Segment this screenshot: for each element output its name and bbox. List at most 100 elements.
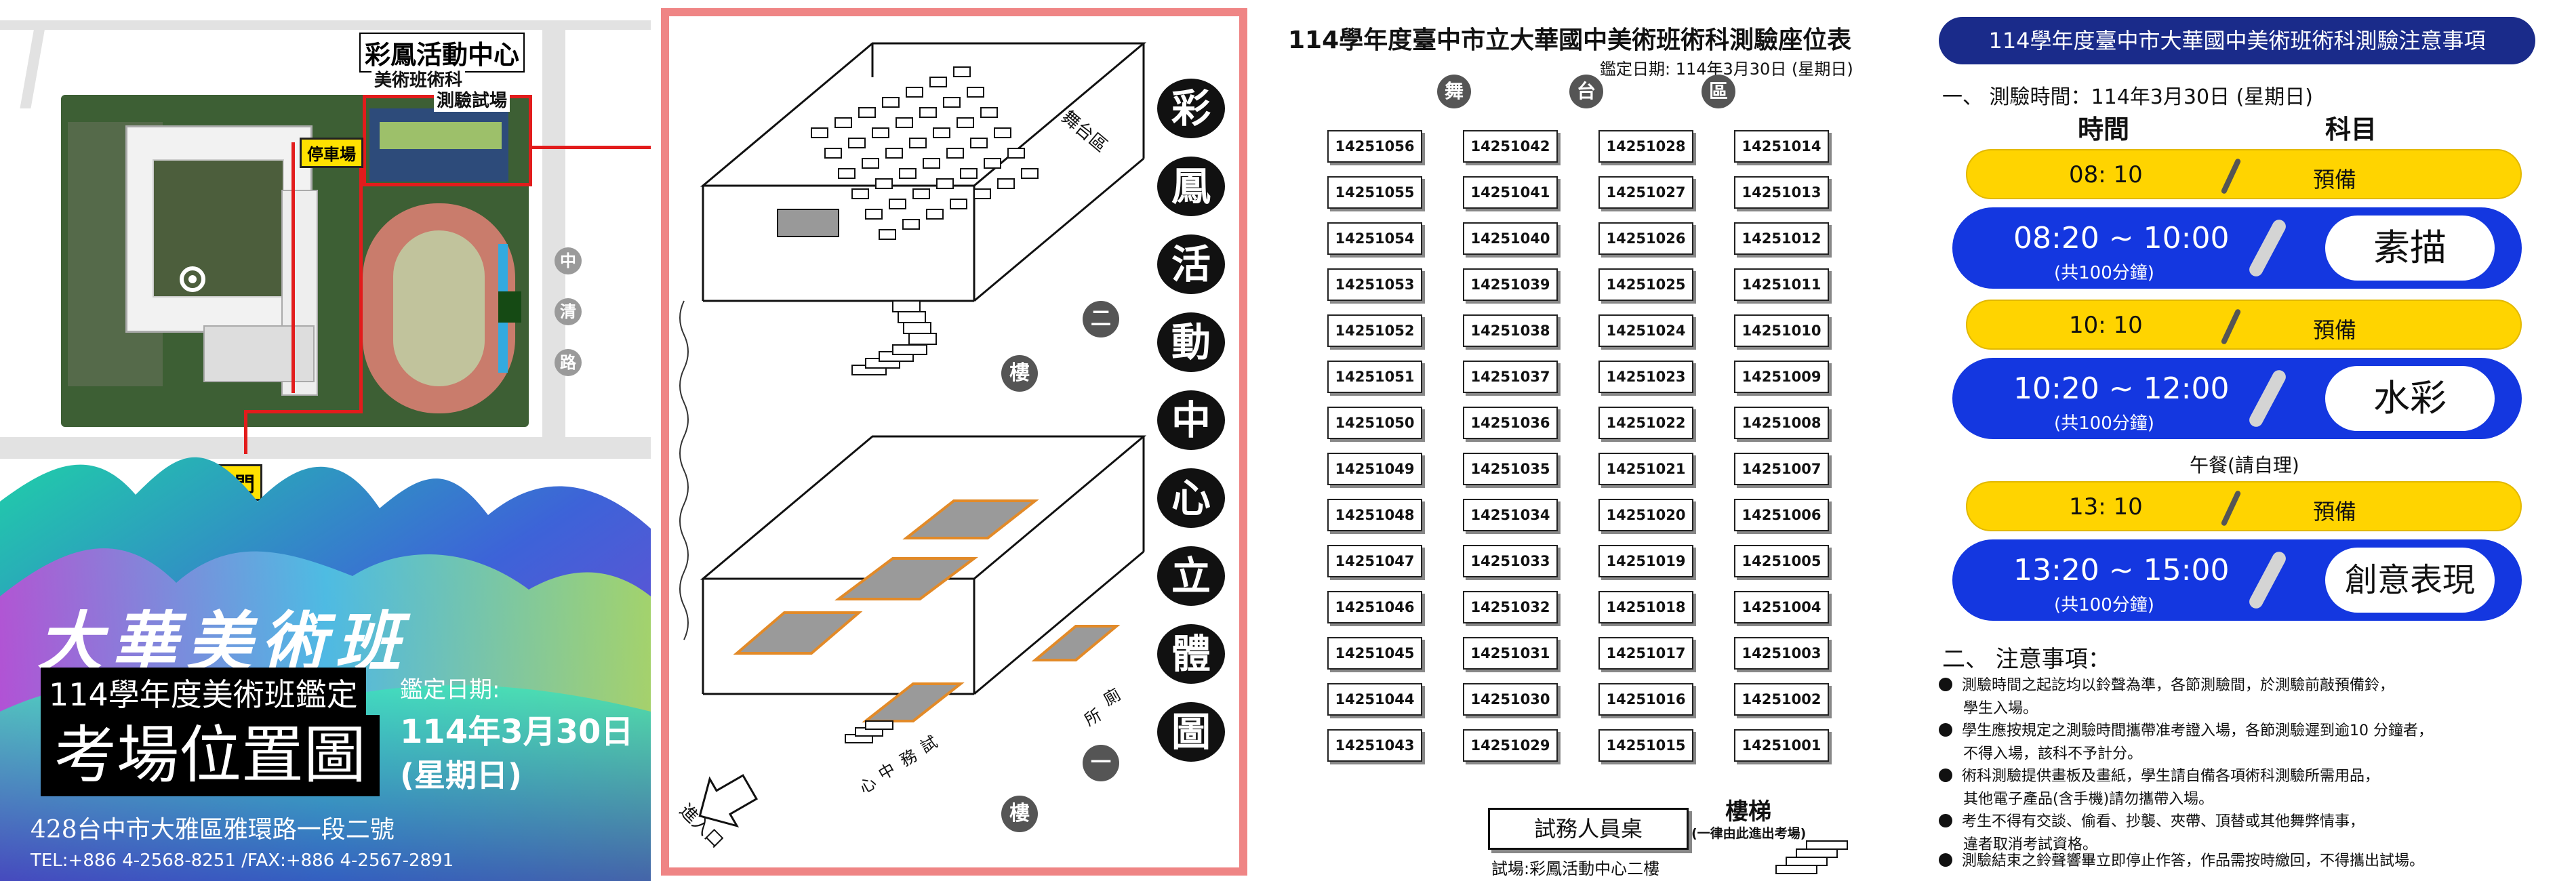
- entrance-arrow-icon: [698, 774, 759, 828]
- seat-cell: 14251008: [1734, 407, 1829, 439]
- stage-char: 區: [1702, 75, 1735, 108]
- seat-cell: 14251013: [1734, 176, 1829, 209]
- notice-title: 114學年度臺中市大華國中美術班術科測驗注意事項: [1939, 17, 2535, 64]
- stairs-note: (一律由此進出考場): [1691, 826, 1807, 841]
- vertical-title-char: 鳳: [1157, 157, 1225, 216]
- seat-cell: 14251038: [1463, 314, 1558, 347]
- seat-cell: 14251037: [1463, 361, 1558, 393]
- schedule-label: 預備: [2313, 499, 2357, 525]
- bullet-icon: [1939, 769, 1952, 782]
- seat-cell: 14251055: [1327, 176, 1422, 209]
- seat-cell: 14251048: [1327, 499, 1422, 531]
- seat-cell: 14251054: [1327, 222, 1422, 255]
- seat-cell: 14251033: [1463, 545, 1558, 577]
- contact-info: TEL:+886 4-2568-8251 /FAX:+886 4-2567-28…: [31, 851, 454, 871]
- schedule-label: 預備: [2313, 167, 2357, 192]
- seat-cell: 14251053: [1327, 268, 1422, 301]
- notice-item: 學生應按規定之測驗時間攜帶准考證入場，各節測驗遲到逾10 分鐘者， 不得入場，該…: [1939, 720, 2549, 766]
- seat-cell: 14251023: [1598, 361, 1693, 393]
- stage-char: 舞: [1437, 75, 1471, 108]
- vertical-title-char: 彩: [1157, 79, 1225, 138]
- floor-1-number: 一: [1083, 745, 1119, 781]
- notice-panel: 114學年度臺中市大華國中美術班術科測驗注意事項 一、 測驗時間：114年3月3…: [1925, 0, 2576, 881]
- vertical-title-char: 中: [1157, 390, 1225, 450]
- seat-cell: 14251002: [1734, 683, 1829, 716]
- building-3d-panel: 舞台區 試 務 中 心 廁 所 進入口 二 樓 一 樓 彩 鳳 活 動 中 心 …: [661, 8, 1247, 876]
- seat-cell: 14251040: [1463, 222, 1558, 255]
- seat-cell: 14251017: [1598, 637, 1693, 670]
- date-label: 鑑定日期:: [400, 676, 500, 703]
- schedule-time: 10: 10: [2069, 312, 2143, 339]
- courtyard-marker-icon: [180, 266, 205, 292]
- seat-cell: 14251050: [1327, 407, 1422, 439]
- col-subject-header: 科目: [2325, 115, 2377, 144]
- date-weekday: (星期日): [400, 757, 523, 794]
- schedule-time: 08:20 ~ 10:00: [2013, 221, 2230, 255]
- schedule-time: 08: 10: [2069, 161, 2143, 188]
- seat-cell: 14251012: [1734, 222, 1829, 255]
- venue-note: 試場:彩鳳活動中心二樓: [1491, 859, 1660, 878]
- seat-cell: 14251014: [1734, 130, 1829, 163]
- seating-date: 鑑定日期: 114年3月30日 (星期日): [1600, 60, 1853, 79]
- seat-cell: 14251005: [1734, 545, 1829, 577]
- seat-cell: 14251001: [1734, 729, 1829, 762]
- seat-cell: 14251026: [1598, 222, 1693, 255]
- road-label-char: 路: [555, 349, 582, 376]
- address: 428台中市大雅區雅環路一段二號: [31, 816, 395, 844]
- exam-room-label-2: 測驗試場: [434, 87, 510, 112]
- seat-cell: 14251028: [1598, 130, 1693, 163]
- slash-icon: [2247, 549, 2289, 611]
- seat-cell: 14251015: [1598, 729, 1693, 762]
- bullet-icon: [1939, 723, 1952, 737]
- stairs-icon: [1775, 840, 1848, 874]
- seat-cell: 14251044: [1327, 683, 1422, 716]
- bullet-icon: [1939, 853, 1952, 867]
- seat-cell: 14251056: [1327, 130, 1422, 163]
- notice-item: 考生不得有交談、偷看、抄襲、夾帶、頂替或其他舞弊情事， 違者取消考試資格。: [1939, 811, 2549, 857]
- schedule-duration: (共100分鐘): [2054, 413, 2154, 434]
- schedule-exam-row: 08:20 ~ 10:00 (共100分鐘) 素描: [1952, 207, 2522, 289]
- seat-cell: 14251049: [1327, 453, 1422, 485]
- seat-cell: 14251043: [1327, 729, 1422, 762]
- road-label-char: 清: [555, 298, 582, 325]
- seat-cell: 14251021: [1598, 453, 1693, 485]
- seat-cell: 14251009: [1734, 361, 1829, 393]
- seat-cell: 14251006: [1734, 499, 1829, 531]
- schedule-prep-row: 13: 10 預備: [1966, 481, 2522, 531]
- bullet-icon: [1939, 678, 1952, 691]
- schedule-prep-row: 08: 10 預備: [1966, 149, 2522, 199]
- slash-icon: [2247, 367, 2289, 430]
- seat-cell: 14251020: [1598, 499, 1693, 531]
- schedule-subject: 創意表現: [2325, 548, 2495, 613]
- slash-icon: [2220, 489, 2242, 527]
- schedule-subject: 水彩: [2325, 366, 2495, 431]
- slash-icon: [2247, 217, 2289, 279]
- street-vertical: [542, 27, 565, 447]
- seat-cell: 14251046: [1327, 591, 1422, 623]
- seat-cell: 14251035: [1463, 453, 1558, 485]
- seat-cell: 14251029: [1463, 729, 1558, 762]
- staff-desk: 試務人員桌: [1488, 808, 1689, 850]
- bullet-icon: [1939, 814, 1952, 827]
- stage-char: 台: [1569, 75, 1603, 108]
- floor-2-char: 樓: [1001, 355, 1038, 392]
- seating-chart-panel: 114學年度臺中市立大華國中美術班術科測驗座位表 鑑定日期: 114年3月30日…: [1274, 0, 1905, 881]
- seat-cell: 14251022: [1598, 407, 1693, 439]
- vertical-title-char: 圖: [1157, 702, 1225, 762]
- seat-cell: 14251051: [1327, 361, 1422, 393]
- seat-cell: 14251047: [1327, 545, 1422, 577]
- seat-cell: 14251031: [1463, 637, 1558, 670]
- seat-cell: 14251025: [1598, 268, 1693, 301]
- title-line-1: 114學年度美術班鑑定: [41, 668, 366, 718]
- seat-cell: 14251032: [1463, 591, 1558, 623]
- schedule-duration: (共100分鐘): [2054, 263, 2154, 283]
- parking-badge: 停車場: [300, 138, 363, 168]
- col-time-header: 時間: [2078, 115, 2130, 144]
- floor-2-number: 二: [1083, 301, 1119, 337]
- seat-cell: 14251041: [1463, 176, 1558, 209]
- lunch-note: 午餐(請自理): [2190, 454, 2299, 476]
- exam-room-label-1: 美術班術科: [371, 66, 466, 91]
- seat-cell: 14251019: [1598, 545, 1693, 577]
- seat-cell: 14251039: [1463, 268, 1558, 301]
- schedule-time: 13:20 ~ 15:00: [2013, 553, 2230, 588]
